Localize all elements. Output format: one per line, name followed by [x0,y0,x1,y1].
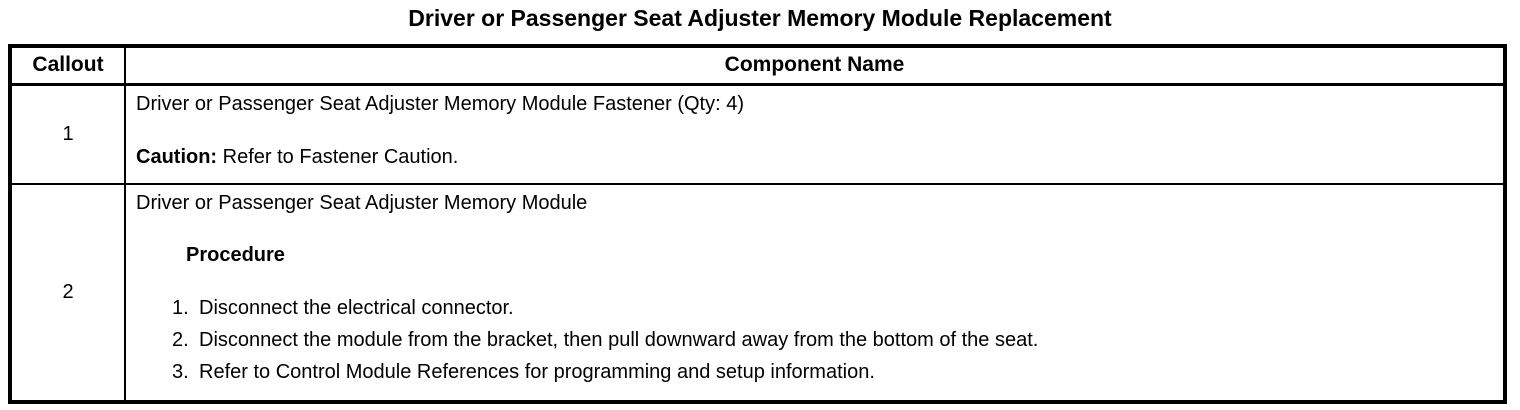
component-name-text: Driver or Passenger Seat Adjuster Memory… [136,92,745,115]
step-text: Refer to Control Module References for p… [199,361,875,383]
table-row-callout-1: 1 Driver or Passenger Seat Adjuster Memo… [9,83,1506,185]
procedure-step-3: 3. Refer to Control Module References fo… [136,356,1491,388]
column-header-callout: Callout [9,45,126,86]
callout-number-2: 2 [9,183,126,403]
component-name-text: Driver or Passenger Seat Adjuster Memory… [136,192,588,214]
column-header-component-name: Component Name [124,45,1506,86]
component-cell-1: Driver or Passenger Seat Adjuster Memory… [124,83,1506,185]
table-header-row: Callout Component Name [9,45,1506,86]
table-row-callout-2: 2 Driver or Passenger Seat Adjuster Memo… [9,183,1506,403]
callout-component-table: Callout Component Name 1 Driver or Passe… [8,44,1507,404]
procedure-heading: Procedure [186,244,285,266]
caution-note: Caution: Refer to Fastener Caution. [136,146,1491,168]
document-page: Driver or Passenger Seat Adjuster Memory… [0,5,1520,404]
callout-number-1: 1 [9,83,126,185]
step-text: Disconnect the electrical connector. [199,297,514,319]
procedure-step-1: 1. Disconnect the electrical connector. [136,292,1491,324]
step-number: 2. [172,329,189,351]
step-number: 1. [172,297,189,319]
step-number: 3. [172,361,189,383]
caution-text: Refer to Fastener Caution. [217,145,459,168]
procedure-step-2: 2. Disconnect the module from the bracke… [136,324,1491,356]
component-cell-2: Driver or Passenger Seat Adjuster Memory… [124,183,1506,403]
step-text: Disconnect the module from the bracket, … [199,329,1039,351]
caution-label: Caution: [136,145,218,168]
page-title: Driver or Passenger Seat Adjuster Memory… [408,5,1112,31]
procedure-steps-list: 1. Disconnect the electrical connector. … [136,292,1491,388]
